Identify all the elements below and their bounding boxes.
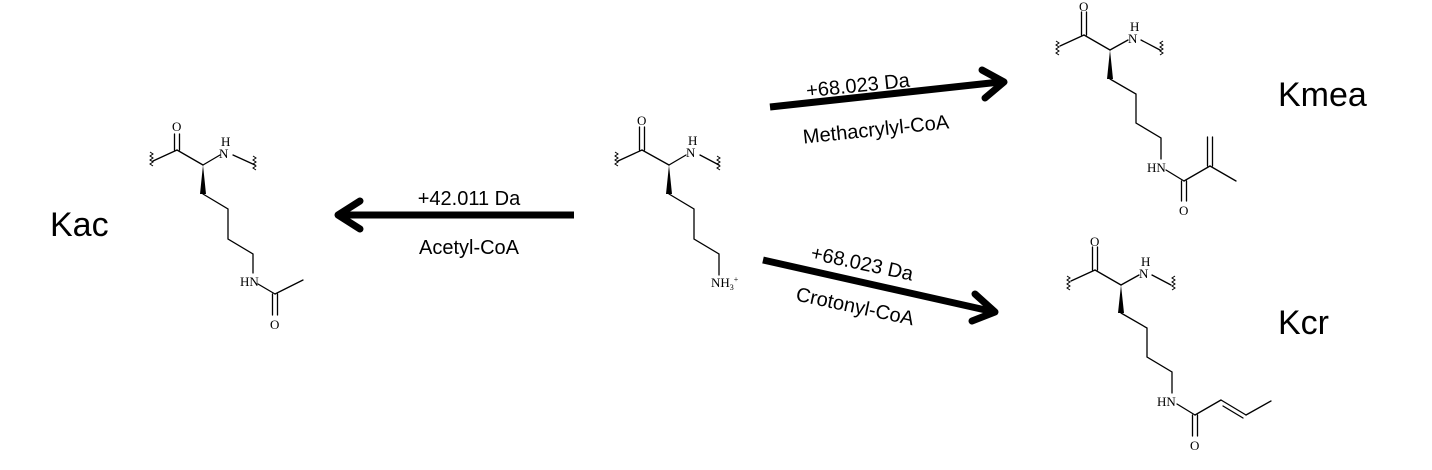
wavy-bond-icon (252, 155, 257, 171)
kmea-label: Kmea (1278, 76, 1367, 114)
lysine-carbonyl-o: O (637, 113, 646, 128)
wavy-bond-icon (716, 155, 721, 171)
wedge-bond-icon (1118, 285, 1124, 313)
kmea-amide-hn: HN (1147, 160, 1166, 175)
kmea-backbone-n: N (1128, 31, 1138, 46)
kac-backbone-h: H (221, 134, 230, 149)
wavy-bond-icon (1171, 275, 1176, 291)
lysine-structure: O N H NH3+ (614, 113, 739, 292)
kcr-backbone-h: H (1141, 254, 1150, 269)
wedge-bond-icon (1107, 50, 1113, 79)
kmea-backbone-h: H (1130, 19, 1139, 34)
wavy-bond-icon (1055, 40, 1060, 56)
kmea-carbonyl-o: O (1079, 0, 1088, 14)
arrow-to-kac (334, 197, 574, 233)
kac-label: Kac (50, 206, 109, 244)
kmea-structure: O N H HN O (1055, 0, 1237, 218)
kac-backbone-n: N (219, 146, 229, 161)
wavy-bond-icon (614, 151, 619, 167)
kac-carbonyl-o: O (172, 119, 181, 134)
wedge-bond-icon (666, 165, 672, 194)
kcr-backbone-n: N (1139, 266, 1149, 281)
kac-reagent: Acetyl-CoA (419, 237, 520, 259)
lysine-backbone-h: H (688, 133, 697, 148)
kac-amide-hn: HN (240, 274, 259, 289)
kac-structure: O N H HN O (149, 119, 304, 332)
kcr-amide-hn: HN (1157, 394, 1176, 409)
kcr-carbonyl-o: O (1090, 234, 1099, 249)
lysine-nh3: NH3+ (711, 275, 739, 292)
arrow-to-kcr (762, 256, 999, 325)
kcr-label: Kcr (1278, 304, 1329, 342)
kmea-reagent: Methacrylyl-CoA (802, 111, 951, 148)
lysine-backbone-n: N (686, 145, 696, 160)
wavy-bond-icon (1066, 275, 1071, 291)
kcr-structure: O N H HN O (1066, 234, 1272, 453)
kcr-acyl-o: O (1190, 438, 1199, 453)
arrow-to-kmea (769, 66, 1008, 111)
wedge-bond-icon (200, 165, 206, 194)
wavy-bond-icon (149, 151, 154, 167)
wavy-bond-icon (1159, 40, 1164, 56)
kac-acyl-o: O (270, 317, 279, 332)
kmea-acyl-o: O (1179, 203, 1188, 218)
kac-mass-shift: +42.011 Da (418, 188, 521, 210)
